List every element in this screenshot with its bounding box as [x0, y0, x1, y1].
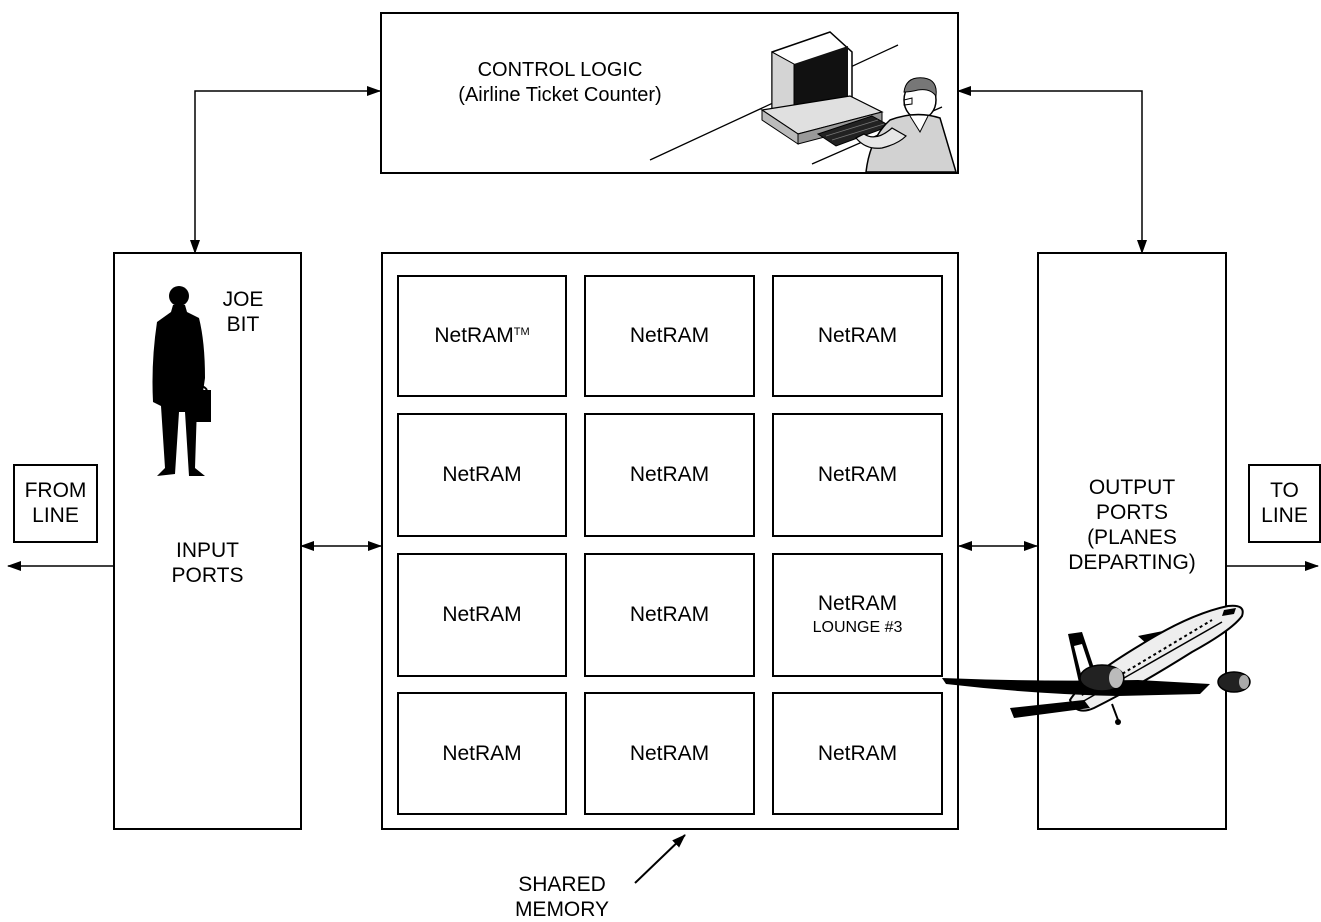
- output-ports-box: OUTPUT PORTS (PLANES DEPARTING): [1037, 252, 1227, 830]
- to-line-label: TO LINE: [1261, 479, 1308, 527]
- ticket-agent-computer-icon: [649, 31, 958, 173]
- netram-cell: NetRAM: [584, 275, 755, 397]
- input-ports-label: INPUT PORTS: [171, 539, 244, 587]
- control-output-arrow: [957, 86, 1147, 254]
- netram-cell: NetRAM: [397, 413, 567, 537]
- netram-cell: NetRAM: [397, 553, 567, 677]
- netram-cell: NetRAM: [584, 413, 755, 537]
- control-logic-box: CONTROL LOGIC (Airline Ticket Counter): [380, 12, 959, 174]
- control-logic-title: CONTROL LOGIC: [477, 59, 643, 81]
- netram-cell: NetRAM: [584, 553, 755, 677]
- businessman-silhouette-icon: [152, 286, 211, 476]
- airplane-icon: [942, 604, 1251, 725]
- netram-cell: NetRAM: [772, 692, 943, 815]
- from-line-label: FROM LINE: [24, 479, 87, 527]
- to-line-box: TO LINE: [1248, 464, 1321, 543]
- input-ports-box: JOE BIT INPUT PORTS: [113, 252, 302, 830]
- netram-cell: NetRAM: [772, 413, 943, 537]
- control-input-arrow: [190, 86, 381, 254]
- control-logic-subtitle: (Airline Ticket Counter): [458, 84, 662, 106]
- shared-memory-label: SHARED MEMORY: [514, 873, 610, 921]
- shared-memory-pointer: [634, 834, 686, 884]
- from-line-box: FROM LINE: [13, 464, 98, 543]
- netram-cell: NetRAM: [397, 692, 567, 815]
- netram-cell: NetRAM: [772, 275, 943, 397]
- netram-cell: NetRAM: [584, 692, 755, 815]
- netram-lounge-cell: NetRAM LOUNGE #3: [772, 553, 943, 677]
- joe-bit-label: JOE BIT: [222, 288, 264, 336]
- output-ports-label: OUTPUT PORTS (PLANES DEPARTING): [1068, 476, 1196, 574]
- lounge-label: LOUNGE #3: [812, 619, 903, 636]
